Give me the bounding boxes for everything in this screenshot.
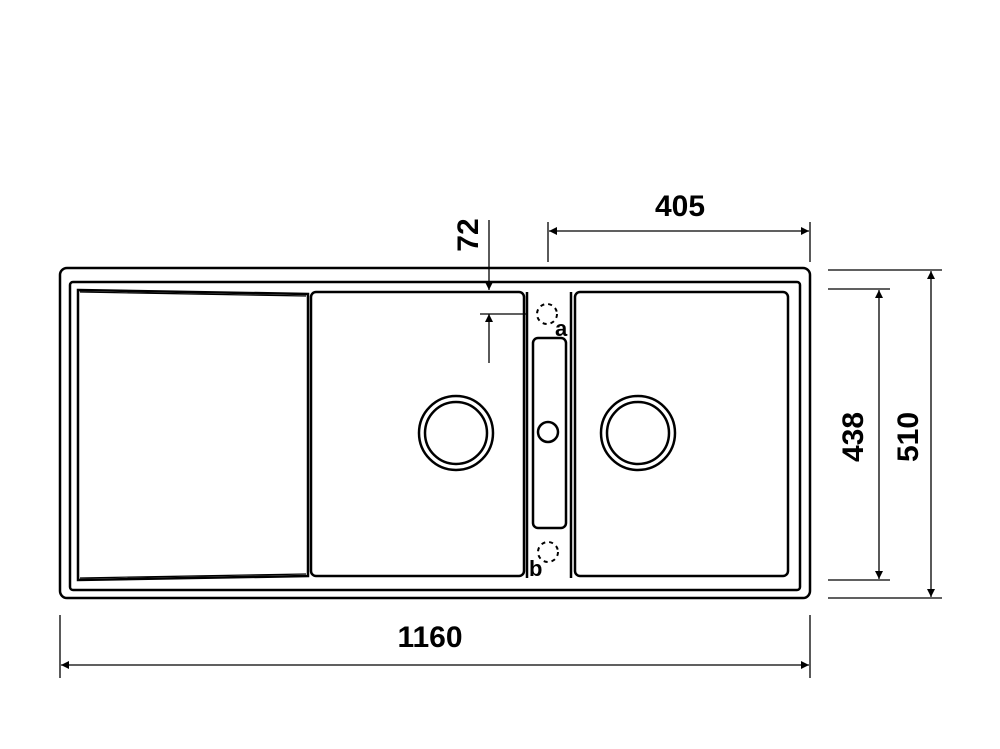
dimension-438: 438	[828, 288, 890, 581]
right-bowl	[573, 290, 790, 578]
dimension-1160: 1160	[59, 615, 811, 678]
right-drain-icon	[599, 394, 677, 472]
sink-outline	[58, 266, 812, 600]
svg-text:1160: 1160	[397, 621, 462, 654]
dimension-405: 405	[547, 190, 811, 262]
tap-hole-b-icon	[537, 541, 559, 563]
svg-text:438: 438	[837, 412, 870, 462]
svg-text:405: 405	[655, 190, 705, 223]
left-drain-icon	[417, 394, 495, 472]
tap-hole-a-icon	[536, 303, 558, 325]
dimension-72: 72	[452, 218, 527, 363]
tap-hole-a-label: a	[555, 316, 568, 341]
drainboard	[76, 288, 310, 582]
dimension-510: 510	[828, 269, 942, 599]
overflow-hole-icon	[536, 420, 560, 444]
center-strip: a b	[525, 292, 573, 581]
left-bowl	[309, 290, 526, 578]
tap-hole-b-label: b	[529, 556, 542, 581]
svg-text:72: 72	[452, 218, 485, 251]
overflow-slot	[531, 336, 568, 530]
svg-text:510: 510	[892, 412, 925, 462]
